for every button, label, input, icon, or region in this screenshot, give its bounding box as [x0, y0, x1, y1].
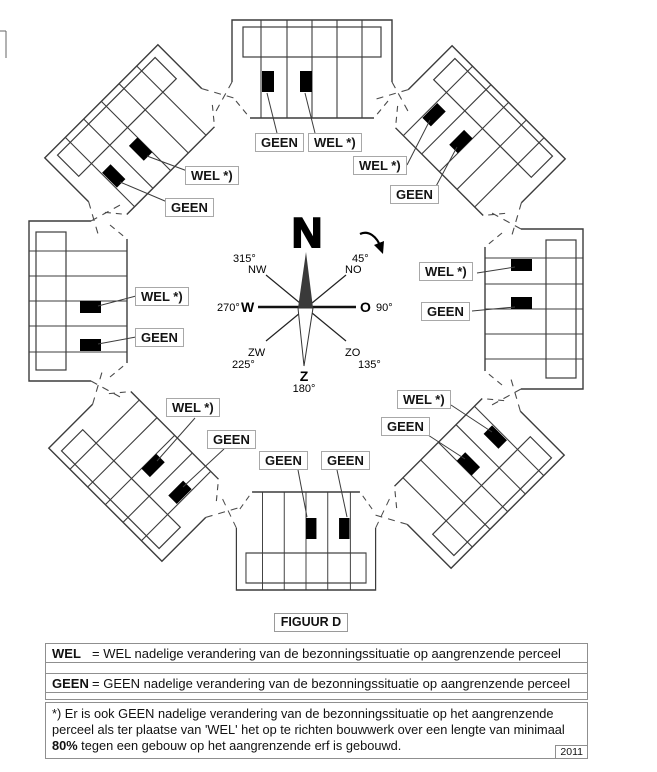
legend-text-wel: = WEL nadelige verandering van de bezonn… [92, 646, 561, 661]
compass-deg-no: 45° [352, 253, 369, 265]
plot-south [220, 491, 392, 591]
label-geen-northeast: GEEN [390, 185, 439, 204]
label-geen-east: GEEN [421, 302, 470, 321]
compass-label-w: W [241, 299, 255, 315]
legend-term-geen: GEEN [52, 676, 89, 691]
compass-deg-o: 90° [376, 302, 393, 314]
rotation-arrow-head [374, 241, 384, 254]
footnote-box: *) Er is ook GEEN nadelige verandering v… [45, 702, 588, 759]
compass-label-z: Z [300, 368, 309, 384]
label-wel-west: WEL *) [135, 287, 189, 306]
legend-spacer [46, 663, 587, 674]
plot-north [214, 19, 410, 119]
legend-spacer [46, 693, 587, 699]
compass-needle-south [297, 307, 314, 367]
compass-deg-z: 180° [293, 383, 316, 395]
label-geen-southeast: GEEN [381, 417, 430, 436]
plot-east [484, 211, 584, 407]
figure-title: FIGUUR D [274, 613, 348, 632]
label-geen-west: GEEN [135, 328, 184, 347]
page-edge-mark [0, 30, 7, 58]
label-wel-northeast: WEL *) [353, 156, 407, 175]
compass-label-nw: NW [248, 264, 267, 276]
compass-label-zo: ZO [345, 347, 361, 359]
compass-label-o: O [360, 299, 371, 315]
label-geen-south-1: GEEN [259, 451, 308, 470]
compass-label-no: NO [345, 264, 362, 276]
compass-deg-nw: 315° [233, 253, 256, 265]
legend-term-wel: WEL [52, 646, 81, 661]
footnote-text: *) Er is ook GEEN nadelige verandering v… [52, 706, 565, 737]
legend-row-geen: GEEN= GEEN nadelige verandering van de b… [46, 674, 587, 693]
label-wel-northwest: WEL *) [185, 166, 239, 185]
label-geen-northwest: GEEN [165, 198, 214, 217]
compass-deg-zw: 225° [232, 359, 255, 371]
plot-west [28, 203, 128, 399]
label-wel-southwest: WEL *) [166, 398, 220, 417]
leader-lines [97, 92, 516, 518]
label-wel-southeast: WEL *) [397, 390, 451, 409]
compass-deg-zo: 135° [358, 359, 381, 371]
legend-table: WEL = WEL nadelige verandering van de bez… [45, 643, 588, 700]
legend-row-wel: WEL = WEL nadelige verandering van de bez… [46, 644, 587, 663]
footnote-bold-percentage: 80% [52, 738, 78, 753]
compass-label-n: N [292, 209, 322, 256]
compass-rose: N 315° NW 45° NO 270° W O 90° ZW 225° ZO… [217, 208, 393, 395]
label-geen-north: GEEN [255, 133, 304, 152]
plot-northeast [370, 33, 578, 241]
site-plan-diagram: N 315° NW 45° NO 270° W O 90° ZW 225° ZO… [0, 19, 584, 591]
footnote-text-end: tegen een gebouw op het aangrenzende erf… [77, 738, 402, 753]
label-geen-southwest: GEEN [207, 430, 256, 449]
compass-label-zw: ZW [248, 347, 266, 359]
compass-deg-w: 270° [217, 302, 240, 314]
year-stamp: 2011 [555, 745, 588, 759]
label-wel-north: WEL *) [308, 133, 362, 152]
label-geen-south-2: GEEN [321, 451, 370, 470]
compass-needle-north [298, 252, 313, 308]
legend-text-geen: = GEEN nadelige verandering van de bezon… [92, 676, 571, 691]
label-wel-east: WEL *) [419, 262, 473, 281]
